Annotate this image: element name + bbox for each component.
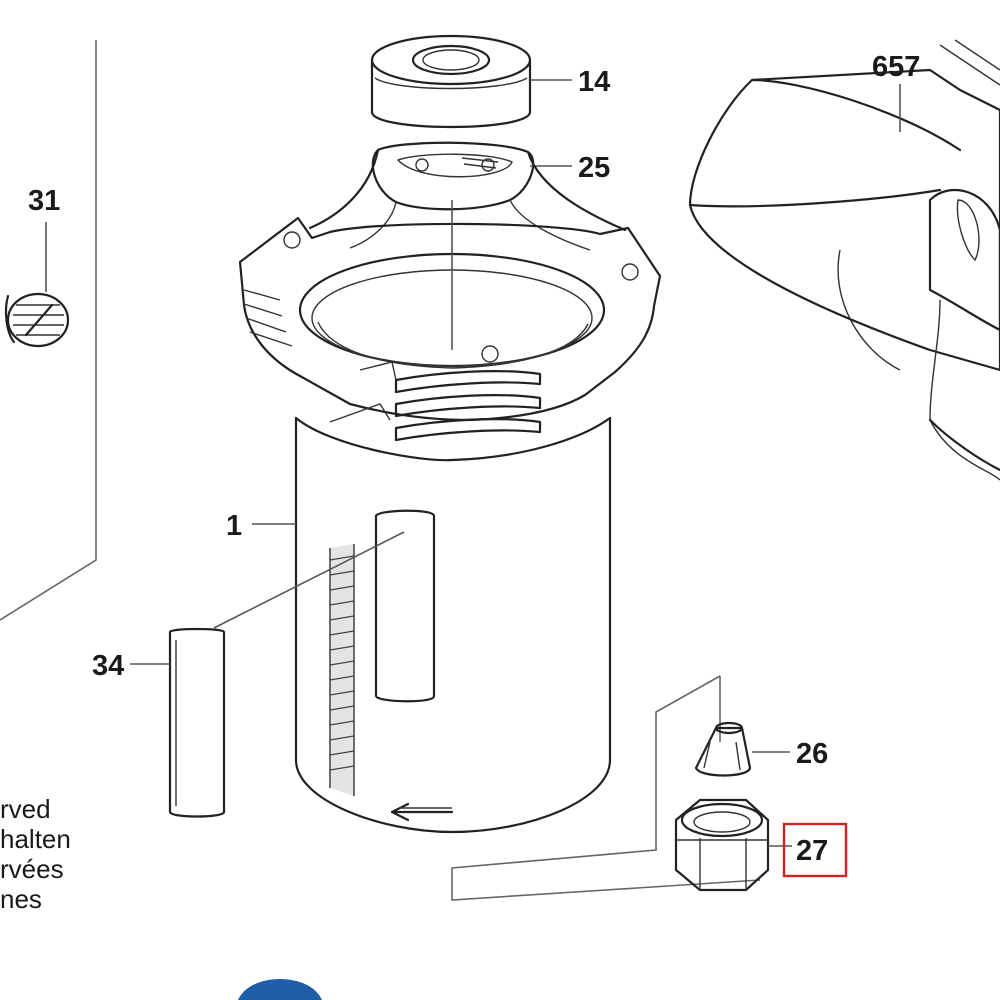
side-text-line-1: rved (0, 794, 51, 824)
side-text-line-4: nes (0, 884, 42, 914)
plate-part-25 (371, 141, 535, 211)
window-strip-part-34 (168, 627, 226, 818)
collet-nut-part-27 (674, 798, 770, 892)
leader-34-to-window (213, 531, 405, 629)
housing-part-1 (238, 148, 662, 834)
part-label-14: 14 (578, 66, 610, 98)
collet-part-26 (694, 721, 752, 777)
side-text-line-3: rvées (0, 854, 64, 884)
part-label-31: 31 (28, 185, 60, 217)
collet-bracket (451, 675, 761, 901)
part-label-25: 25 (578, 152, 610, 184)
highlight-box-27 (782, 822, 848, 878)
part-label-34: 34 (92, 650, 124, 682)
brand-logo-partial (238, 979, 322, 1000)
part-label-26: 26 (796, 738, 828, 770)
side-text-line-2: halten (0, 824, 71, 854)
part-label-657: 657 (872, 51, 920, 83)
plug-part-31 (4, 292, 70, 348)
bearing-part-14 (370, 34, 532, 129)
left-frame-line (0, 40, 97, 621)
part-label-27: 27 (796, 835, 828, 867)
adapter-part-657 (688, 39, 1000, 481)
part-label-1: 1 (226, 510, 242, 542)
scale-ticks (329, 555, 355, 771)
